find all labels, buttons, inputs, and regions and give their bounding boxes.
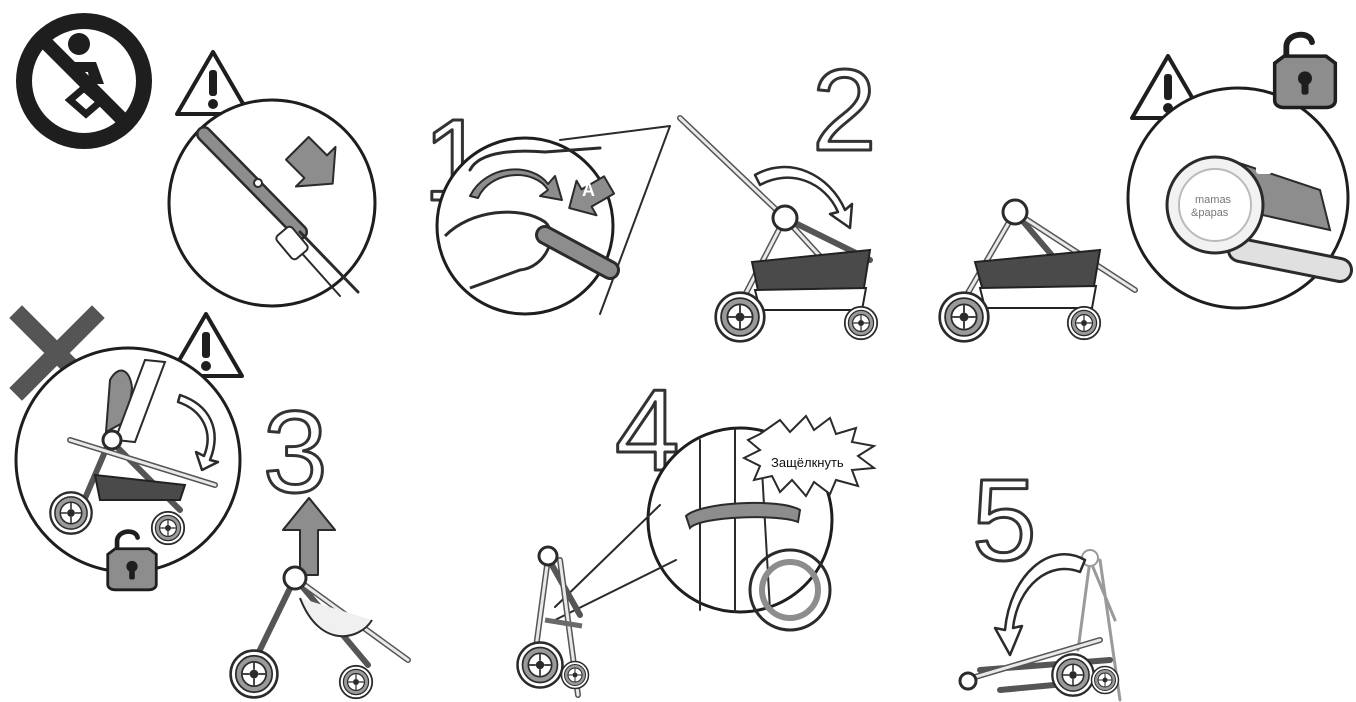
- front-wheel-lowered: [1068, 307, 1100, 339]
- brand-line-2: &papas: [1191, 207, 1229, 219]
- step-5-number: 5: [972, 455, 1037, 585]
- rear-wheel-lowered: [940, 293, 989, 342]
- rear-wheel-step4: [518, 643, 563, 688]
- wheel-step5: [1052, 654, 1093, 695]
- detail-handle-release: [169, 100, 375, 306]
- detail-seat-fold-warning: [16, 348, 240, 572]
- front-wheel-warning: [152, 512, 184, 544]
- front-wheel-step5: [1092, 667, 1119, 694]
- step-2-number: 2: [812, 45, 877, 175]
- front-wheel-step4: [562, 662, 589, 689]
- padlock-unlocked-icon: [1275, 35, 1336, 108]
- arrow-a-label: A: [582, 180, 595, 200]
- step-3-number: 3: [263, 387, 328, 517]
- front-wheel-step3: [340, 666, 372, 698]
- detail-button-press: A B: [437, 126, 670, 314]
- rear-wheel-step3: [231, 651, 278, 698]
- stroller-handle-lowered: [965, 200, 1135, 308]
- rear-wheel-warning: [50, 492, 91, 533]
- click-bubble-text: Защёлкнуть: [771, 455, 844, 470]
- brand-line-1: mamas: [1195, 194, 1232, 206]
- stroller-lifted: [255, 567, 408, 665]
- no-child-in-stroller-icon: [16, 13, 152, 149]
- detail-hinge-lock: mamas &papas: [1128, 88, 1348, 308]
- rear-wheel-step2: [716, 293, 765, 342]
- front-wheel-step2: [845, 307, 877, 339]
- arrow-b-label: B: [483, 195, 496, 215]
